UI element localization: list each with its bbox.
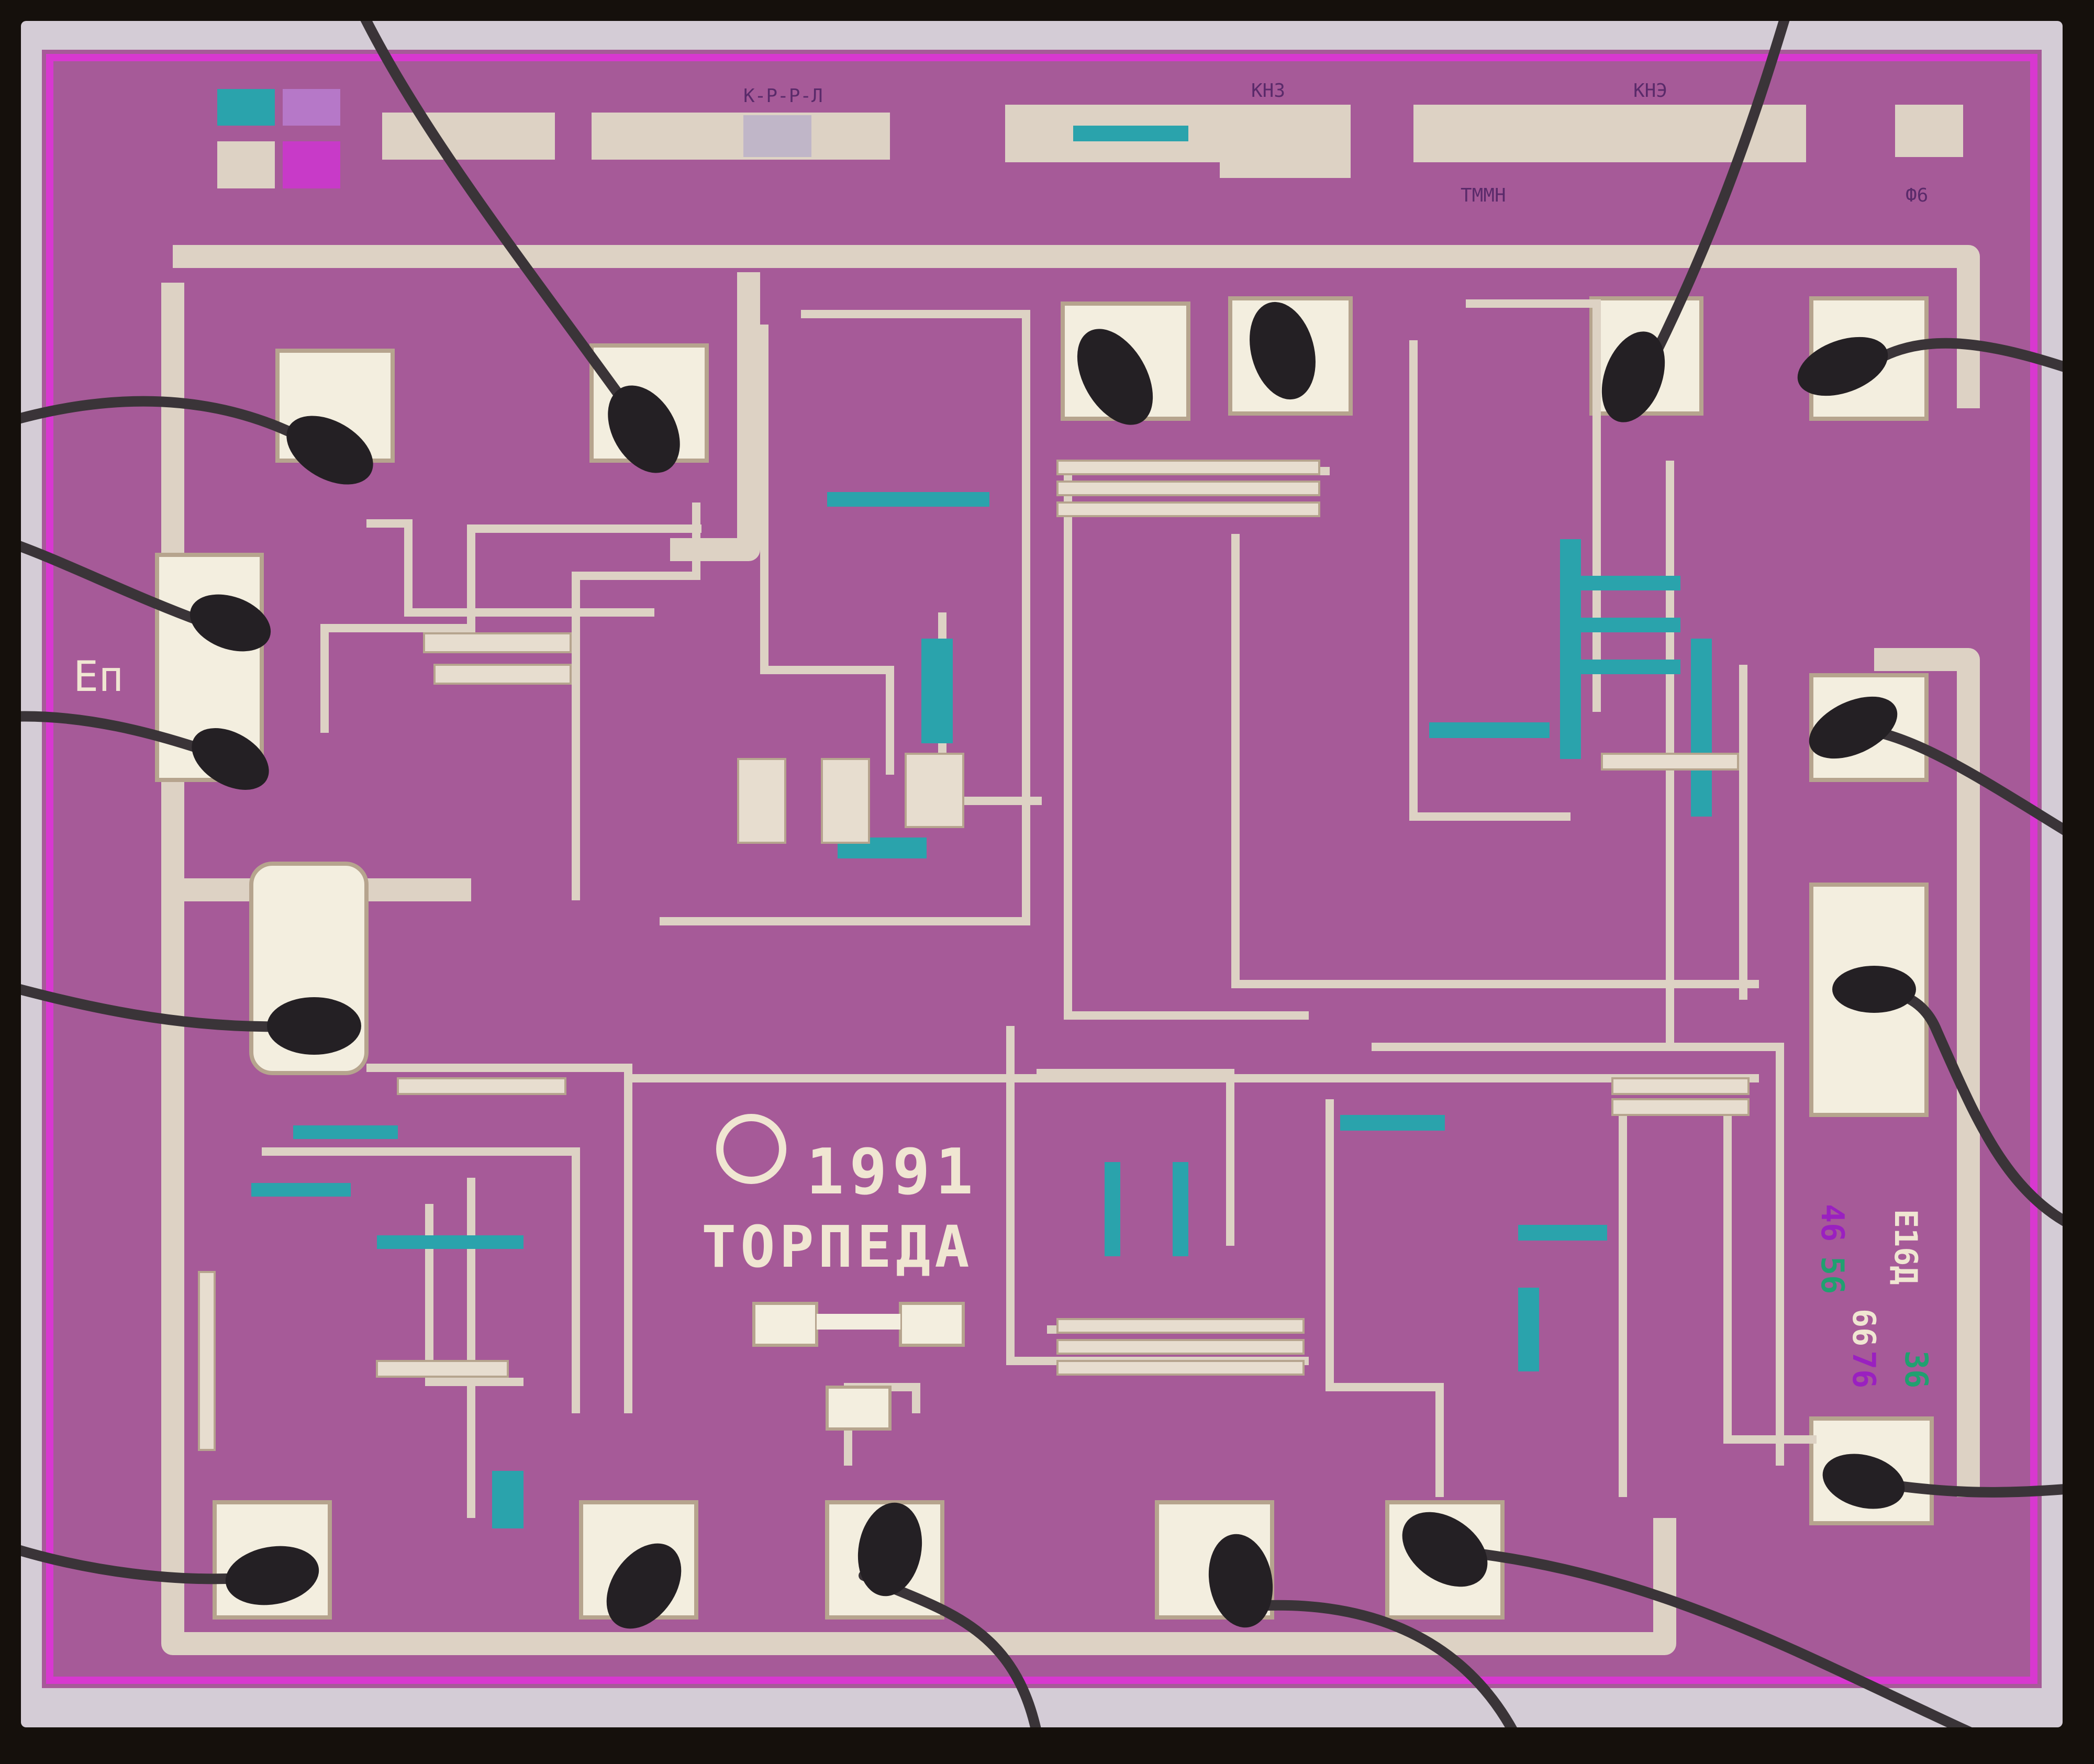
svg-text:Е16Д: Е16Д <box>1887 1209 1924 1285</box>
corner-logos <box>217 89 340 188</box>
die-name: ТОРПЕДА <box>701 1213 974 1280</box>
left-label: Еп <box>73 652 124 701</box>
die-markings: 1991 ТОРПЕДА Еп <box>73 652 978 1280</box>
top-codes: К-Р-Р-Л КНЗ КНЭ ТММН Ф6 <box>743 80 1928 206</box>
top-test-structures <box>382 105 1963 178</box>
transistor-arrays <box>198 460 1750 1451</box>
right-codes: Е16Д 56 66 76 36 46 <box>1814 1204 1934 1388</box>
svg-text:К-Р-Р-Л: К-Р-Р-Л <box>743 85 823 107</box>
svg-text:36: 36 <box>1898 1350 1934 1388</box>
svg-text:КНЭ: КНЭ <box>1633 80 1667 102</box>
svg-text:76: 76 <box>1845 1350 1882 1388</box>
bond-balls <box>190 302 1916 1629</box>
svg-text:46: 46 <box>1814 1204 1851 1242</box>
year-mark: 1991 <box>806 1136 978 1209</box>
die-surface <box>42 50 2042 1688</box>
svg-text:КНЗ: КНЗ <box>1251 80 1285 102</box>
svg-text:Ф6: Ф6 <box>1906 185 1928 206</box>
seal-ring <box>46 54 2037 1684</box>
svg-text:56: 56 <box>1814 1256 1851 1294</box>
diffusion-regions <box>251 492 1712 1528</box>
svg-text:66: 66 <box>1845 1309 1882 1346</box>
center-test-pattern <box>752 1302 965 1431</box>
svg-text:ТММН: ТММН <box>1461 185 1506 206</box>
